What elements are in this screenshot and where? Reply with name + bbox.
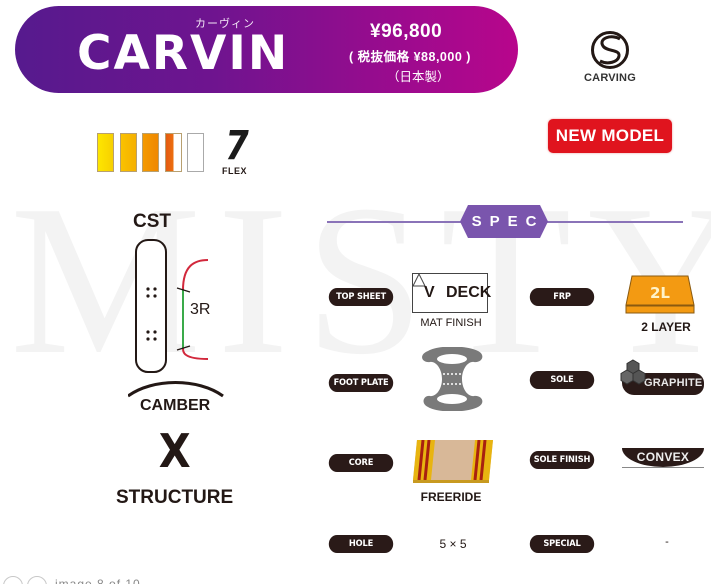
shape-type: CST [133,211,171,232]
spec-value-special: - [665,536,669,548]
convex-graphic: CONVEX [622,448,704,467]
core-wood-icon [413,440,493,483]
x-structure-icon: X [158,424,191,478]
riding-style: CARVING [574,30,646,84]
flex-bar-5 [187,133,204,172]
price: ¥96,800 [370,21,443,42]
flex-bar-4 [165,133,182,172]
pager-text: image 8 of 10 [55,577,141,584]
board-shape-icon [128,239,224,398]
flex-label: FLEX [222,166,248,176]
structure-label: STRUCTURE [116,487,234,508]
image-pager: image 8 of 10 [0,574,300,584]
spec-key-sole-finish: SOLE FINISH [529,451,595,469]
spec-key-foot-plate: FOOT PLATE [328,374,394,392]
next-image-button[interactable] [27,576,47,584]
misty-watermark: MISTY [10,160,711,399]
spec-value-hole: 5 × 5 [439,537,467,551]
prev-image-button[interactable] [3,576,23,584]
made-in-japan: （日本製） [387,70,450,84]
carving-s-icon [591,31,629,69]
riding-style-label: CARVING [584,72,636,84]
camber-label: CAMBER [140,397,211,414]
spec-value-core: FREERIDE [420,490,482,504]
flex-bar-1 [97,133,114,172]
convex-label: CONVEX [636,450,690,464]
spec-key-top-sheet: TOP SHEET [328,288,394,306]
spec-value-frp: 2 LAYER [641,320,691,334]
svg-text:2L: 2L [650,284,670,302]
model-name: CARVIN [77,26,290,81]
spec-key-hole: HOLE [328,535,394,553]
spec-key-special: SPECIAL [529,535,595,553]
spec-value-top-sheet: MAT FINISH [420,317,482,329]
sidecut-label: 3R [190,301,211,318]
new-model-badge: NEW MODEL [548,119,672,153]
two-layer-icon: 2L [625,275,695,314]
model-kana: カーヴィン [195,18,255,30]
flex-value: 7 [225,123,249,169]
flex-bar-2 [120,133,137,172]
spec-key-core: CORE [328,454,394,472]
graphite-label: GRAPHITE [644,377,703,389]
spec-divider-left [327,221,462,223]
spec-heading: SPEC [460,205,548,238]
convex-baseline [622,467,704,468]
spec-key-sole: SOLE [529,371,595,389]
spec-divider-right [546,221,683,223]
tax-excluded-price: ( 税抜価格 ¥88,000 ) [349,50,471,64]
foot-plate-icon [422,347,483,411]
graphite-hex-icon [620,359,646,385]
flex-bar-3 [142,133,159,172]
spec-key-frp: FRP [529,288,595,306]
model-header: カーヴィン CARVIN ¥96,800 ( 税抜価格 ¥88,000 ) （日… [15,6,518,93]
